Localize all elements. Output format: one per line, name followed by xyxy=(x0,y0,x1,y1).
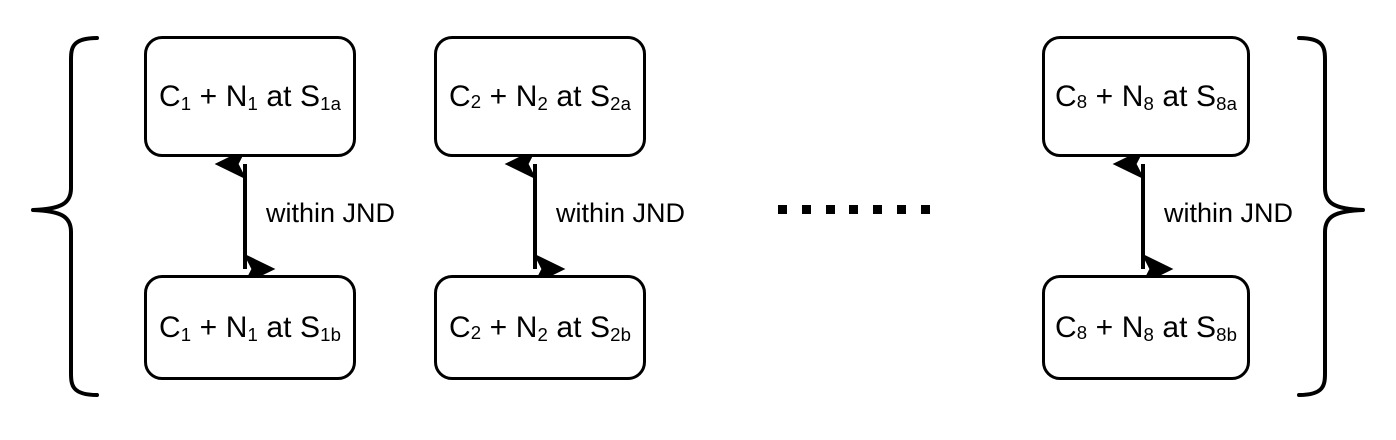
ellipsis-dot xyxy=(825,204,835,214)
node-box-1a[interactable]: C1 + N1 at S1a xyxy=(144,36,356,157)
node-label-8a: C8 + N8 at S8a xyxy=(1054,79,1238,115)
ellipsis-dot xyxy=(801,204,811,214)
ellipsis-dot xyxy=(897,204,907,214)
ellipsis-dot xyxy=(920,204,930,214)
ellipsis-dot xyxy=(778,204,787,214)
node-label-8b: C8 + N8 at S8b xyxy=(1054,310,1238,346)
node-box-8a[interactable]: C8 + N8 at S8a xyxy=(1042,36,1250,157)
node-box-1b[interactable]: C1 + N1 at S1b xyxy=(144,275,356,380)
left-curly-brace xyxy=(31,36,99,397)
node-label-1a: C1 + N1 at S1a xyxy=(158,79,342,115)
ellipsis-dot xyxy=(873,204,883,214)
node-box-2a[interactable]: C2 + N2 at S2a xyxy=(434,36,646,157)
jnd-edge-label-2: within JND xyxy=(556,198,686,228)
right-curly-brace xyxy=(1297,36,1365,397)
ellipsis-dot xyxy=(849,204,859,214)
node-label-1b: C1 + N1 at S1b xyxy=(158,310,342,346)
ellipsis-dots xyxy=(778,203,930,215)
jnd-edge-label-8: within JND xyxy=(1164,198,1294,228)
node-label-2a: C2 + N2 at S2a xyxy=(448,79,632,115)
jnd-edge-label-1: within JND xyxy=(266,198,396,228)
node-box-2b[interactable]: C2 + N2 at S2b xyxy=(434,275,646,380)
node-label-2b: C2 + N2 at S2b xyxy=(448,310,632,346)
node-box-8b[interactable]: C8 + N8 at S8b xyxy=(1042,275,1250,380)
